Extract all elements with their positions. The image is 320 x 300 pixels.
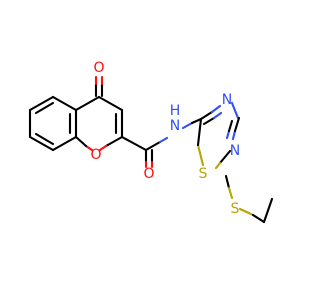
bond-pyranone-2 — [97, 95, 124, 112]
bond-amide-to-nh-n — [158, 136, 169, 144]
nitrogen-nh-label: N — [170, 118, 180, 134]
bond-s-to-ch2-s — [238, 207, 255, 217]
bond-thiadiazole-1-n — [210, 104, 222, 114]
bond-thiadiazole-1-double-c — [202, 116, 216, 126]
bond-thiadiazole-2 — [230, 101, 240, 120]
bond-pyranone-4 — [104, 135, 124, 148]
bond-pyranone-1 — [74, 95, 101, 112]
benzene-ring — [28, 95, 78, 152]
nh-link — [181, 117, 203, 130]
bond-benzene-double-3 — [34, 132, 55, 146]
bond-thiadiazole-1-c — [199, 110, 214, 121]
bond-nh-to-ring-c — [190, 117, 203, 125]
bond-benzene-double-1 — [34, 101, 55, 115]
bond-pyranone-5-o — [84, 144, 94, 152]
bond-thiadiazole-5-s — [214, 161, 222, 170]
bond-thiadiazole-6-s — [196, 143, 205, 167]
bond-nh-to-ring-n — [181, 121, 194, 130]
pyranone-ring — [74, 95, 124, 152]
bond-thiadiazole-3-n — [231, 129, 237, 141]
bond-pyranone-4-o — [98, 144, 108, 152]
bond-thiadiazole-6-c — [196, 117, 203, 147]
bond-ring-to-s-c — [224, 174, 231, 190]
bond-thiadiazole-3-c — [233, 116, 241, 133]
hydrogen-nh-label: H — [170, 103, 181, 119]
ketone-group — [94, 75, 104, 98]
nitrogen-ring-right-label: N — [230, 143, 240, 159]
oxygen-amide-label: O — [143, 166, 154, 182]
bond-benzene-2 — [51, 95, 78, 112]
bond-ring-to-s-s — [227, 186, 234, 200]
bond-ring-to-amide-carbon — [120, 135, 148, 152]
molecule-structure-svg: O O O N H N N S S — [28, 60, 274, 224]
ethylthio-chain — [224, 174, 274, 224]
oxygen-ring-label: O — [90, 147, 101, 163]
thiadiazole-ring — [196, 101, 241, 170]
sulfur-thioether-label: S — [231, 201, 240, 217]
bond-thiadiazole-5-c — [218, 149, 232, 165]
bond-benzene-4 — [51, 135, 78, 152]
oxygen-ketone-label: O — [93, 60, 104, 76]
bond-ch2-to-ch3 — [262, 197, 274, 224]
bond-pyranone-5 — [74, 135, 88, 148]
bond-thiadiazole-4-n — [225, 129, 231, 140]
sulfur-ring-label: S — [199, 166, 208, 182]
bond-s-to-ch2-c — [251, 213, 266, 224]
molecule-diagram: O O O N H N N S S — [28, 60, 274, 224]
bond-thiadiazole-4-c — [227, 119, 234, 133]
bond-amide-to-nh-c — [144, 140, 162, 152]
bond-benzene-5 — [28, 135, 55, 152]
bond-thiadiazole-1-double-n — [212, 111, 223, 120]
bond-benzene-1 — [28, 95, 55, 112]
nitrogen-ring-top-label: N — [222, 92, 232, 108]
amide-group — [120, 135, 169, 169]
